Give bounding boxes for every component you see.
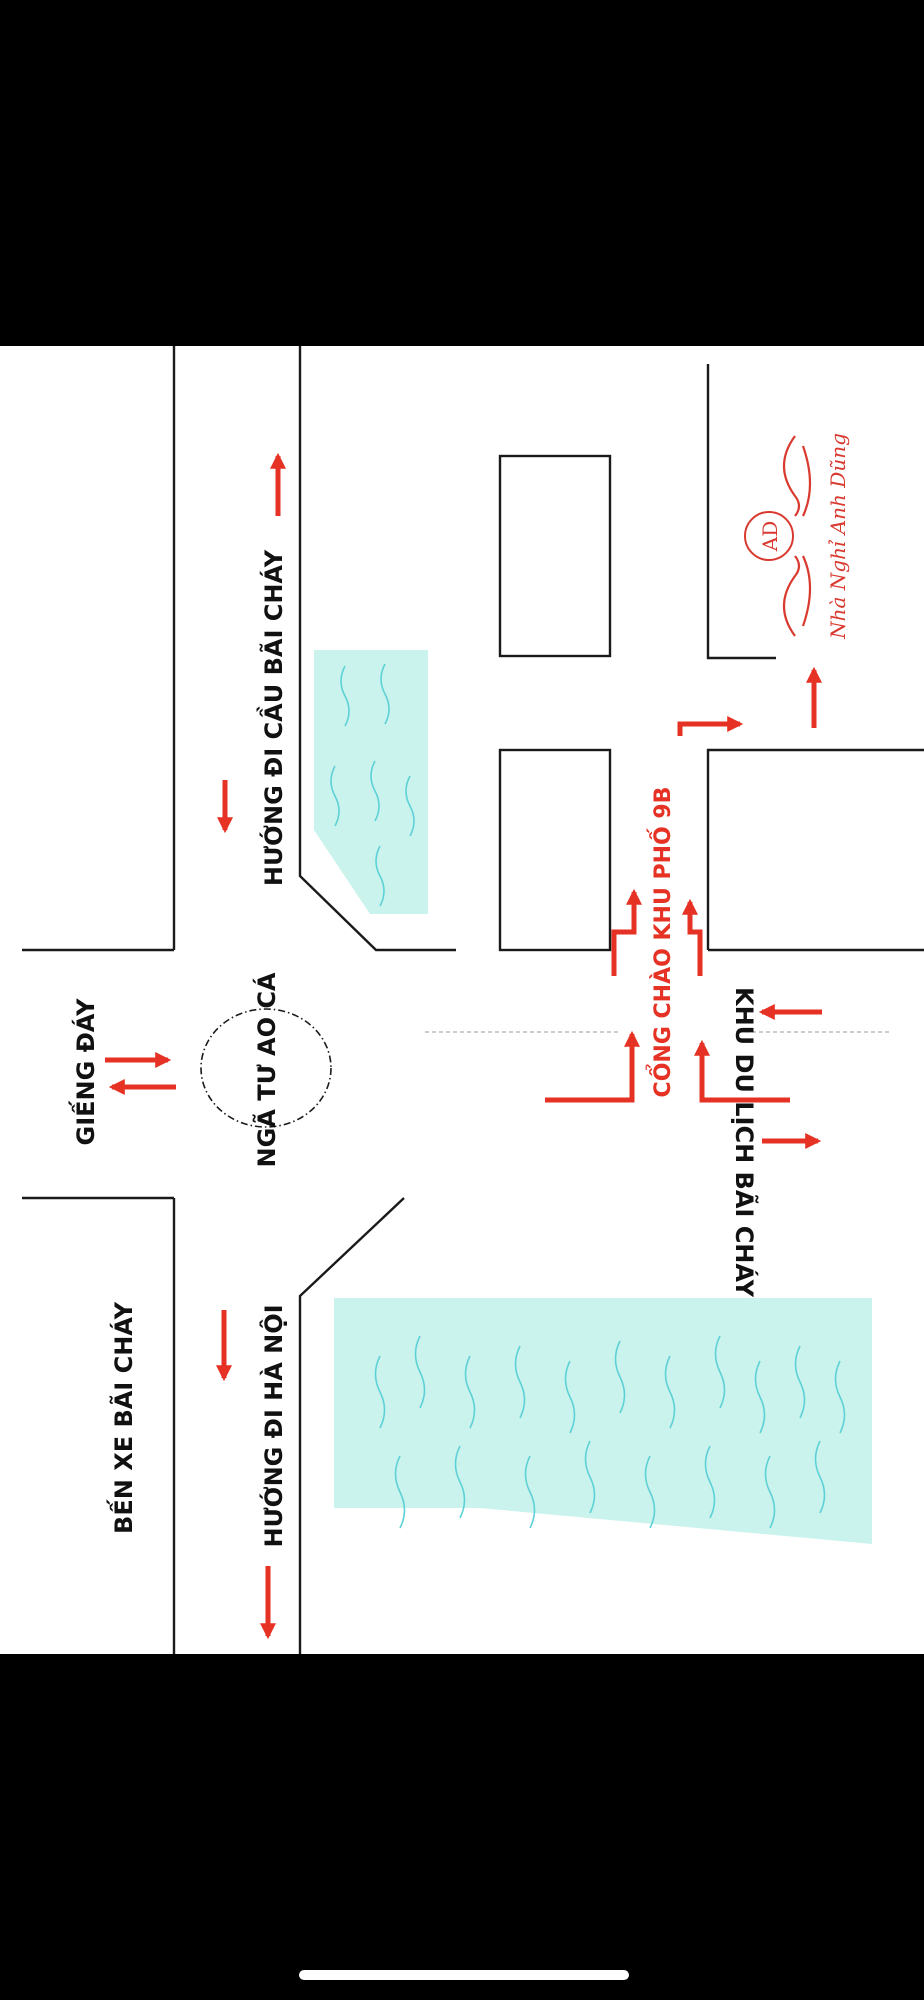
road-edge	[298, 1197, 405, 1654]
label-huong-ha-noi: HƯỚNG ĐI HÀ NỘI	[258, 1304, 288, 1547]
logo-name: Nhà Nghỉ Anh Dũng	[826, 433, 850, 640]
hotel-logo: AD Nhà Nghỉ Anh Dũng	[744, 433, 850, 640]
lake-lower	[334, 1298, 872, 1544]
arrow-turn	[681, 898, 703, 976]
building-block	[498, 748, 612, 952]
label-khu-du-lich: KHU DU LỊCH BÃI CHÁY	[730, 987, 759, 1298]
lake-lower-waves	[374, 1335, 846, 1529]
logo-circle	[744, 511, 794, 561]
road-edge	[706, 364, 776, 660]
map-panel: BẾN XE BÃI CHÁY GIẾNG ĐÁY HƯỚNG ĐI HÀ NỘ…	[0, 346, 924, 1654]
direction-arrows	[105, 452, 823, 1640]
map-canvas: BẾN XE BÃI CHÁY GIẾNG ĐÁY HƯỚNG ĐI HÀ NỘ…	[22, 346, 924, 1654]
arrow-turn	[611, 888, 643, 976]
label-cong-chao: CỔNG CHÀO KHU PHỐ 9B	[646, 787, 676, 1098]
logo-ornament	[783, 435, 812, 637]
label-gieng-day: GIẾNG ĐÁY	[67, 998, 100, 1146]
label-nga-tu: NGÃ TƯ AO CÁ	[252, 972, 281, 1167]
lake-upper	[314, 650, 428, 914]
label-ben-xe: BẾN XE BÃI CHÁY	[105, 1301, 138, 1534]
logo-monogram: AD	[758, 521, 782, 552]
home-indicator[interactable]	[299, 1970, 629, 1980]
building-block	[498, 454, 612, 658]
road-edge	[298, 346, 456, 952]
arrow-turn	[545, 1030, 641, 1103]
lake-upper-waves	[330, 663, 415, 907]
road-lines	[22, 346, 924, 1654]
label-huong-cau: HƯỚNG ĐI CẦU BÃI CHÁY	[255, 549, 288, 886]
arrow-turn	[677, 715, 744, 736]
arrow-turn	[693, 1039, 790, 1103]
roundabout	[200, 1008, 332, 1128]
road-edge	[706, 748, 924, 950]
